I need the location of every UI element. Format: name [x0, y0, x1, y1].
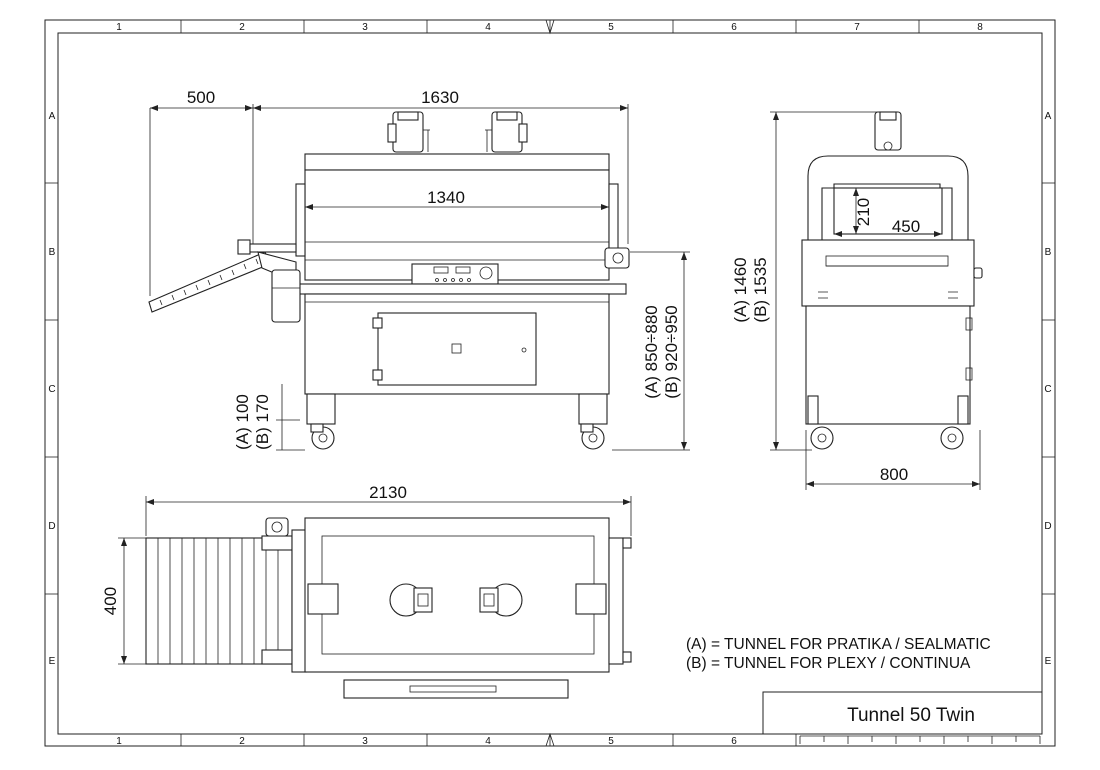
- grid-row-label: D: [1044, 521, 1051, 532]
- grid-column-label: 6: [731, 22, 737, 33]
- conveyor-rail: [289, 283, 627, 295]
- caster-wheel-icon: [810, 426, 834, 450]
- caster-wheel-icon: [940, 426, 964, 450]
- grid-row-label: A: [1045, 111, 1052, 122]
- infeed-conveyor: [148, 239, 301, 323]
- title-block: Tunnel 50 Twin: [762, 691, 1043, 735]
- drawing-border: [44, 19, 1056, 747]
- grid-row-label: E: [1045, 656, 1052, 667]
- grid-column-label: 1: [116, 736, 122, 747]
- grid-column-label: 7: [854, 22, 860, 33]
- grid-row-label: B: [49, 247, 56, 258]
- side-view: 500 1630 1340 (A) 850÷880 (B) 920÷950 (A…: [148, 88, 690, 451]
- grid-row-label: E: [49, 656, 56, 667]
- grid-column-label: 6: [731, 736, 737, 747]
- grid-column-label: 8: [977, 22, 983, 33]
- overhang-dimension: 500: [187, 88, 215, 107]
- working-height-dimension: (A) 850÷880: [642, 305, 661, 398]
- motor-icon: [387, 111, 430, 153]
- fan-motor-icon: [479, 583, 523, 617]
- control-panel-icon: [411, 263, 499, 285]
- grid-column-label: 2: [239, 736, 245, 747]
- legend-line-a: (A) = TUNNEL FOR PRATIKA / SEALMATIC: [686, 636, 991, 653]
- legend-line-b: (B) = TUNNEL FOR PLEXY / CONTINUA: [686, 655, 971, 672]
- conveyor-width-dimension: 400: [101, 587, 120, 615]
- tunnel-top: [304, 517, 610, 673]
- motor-icon: [485, 111, 528, 153]
- grid-column-labels: 1 2 3 4 5 6 7 8 1 2 3 4 5 6: [116, 22, 983, 747]
- overall-width-dimension: 800: [880, 465, 908, 484]
- cabinet-door: [377, 312, 537, 386]
- foot-height-dimension: (A) 100: [233, 394, 252, 450]
- grid-row-label: D: [48, 521, 55, 532]
- grid-row-labels: A B C D E A B C D E: [48, 111, 1051, 667]
- overall-height-b-dimension: (B) 1535: [751, 257, 770, 322]
- grid-column-label: 3: [362, 736, 368, 747]
- tunnel-mid-section: [801, 239, 975, 307]
- grid-column-label: 1: [116, 22, 122, 33]
- grid-column-label: 4: [485, 22, 491, 33]
- grid-row-label: C: [48, 384, 55, 395]
- base-cabinet-front: [805, 305, 971, 425]
- overall-length-dimension: 2130: [369, 483, 407, 502]
- foot-height-b-dimension: (B) 170: [253, 394, 272, 450]
- opening-height-dimension: 210: [854, 198, 873, 226]
- drawing-title: Tunnel 50 Twin: [847, 705, 975, 726]
- roller-conveyor: [145, 517, 293, 665]
- opening-width-dimension: 450: [892, 217, 920, 236]
- grid-column-label: 5: [608, 22, 614, 33]
- grid-column-label: 2: [239, 22, 245, 33]
- grid-row-label: A: [49, 111, 56, 122]
- grid-row-label: B: [1045, 247, 1052, 258]
- legend: (A) = TUNNEL FOR PRATIKA / SEALMATIC (B)…: [686, 636, 991, 672]
- front-view: (A) 1460 (B) 1535 210 450 800: [731, 111, 983, 490]
- chamber-length-dimension: 1340: [427, 188, 465, 207]
- tunnel-chamber: [304, 169, 610, 281]
- grid-row-label: C: [1044, 384, 1051, 395]
- total-length-dimension: 1630: [421, 88, 459, 107]
- tunnel-hood: [304, 153, 610, 171]
- caster-wheel-icon: [310, 423, 335, 450]
- working-height-b-dimension: (B) 920÷950: [662, 305, 681, 398]
- motor-icon: [874, 111, 902, 151]
- overall-height-dimension: (A) 1460: [731, 257, 750, 322]
- grid-column-label: 4: [485, 736, 491, 747]
- fan-motor-icon: [389, 583, 433, 617]
- grid-column-label: 5: [608, 736, 614, 747]
- top-view: 2130 400: [101, 483, 632, 699]
- grid-column-label: 3: [362, 22, 368, 33]
- caster-wheel-icon: [580, 423, 605, 450]
